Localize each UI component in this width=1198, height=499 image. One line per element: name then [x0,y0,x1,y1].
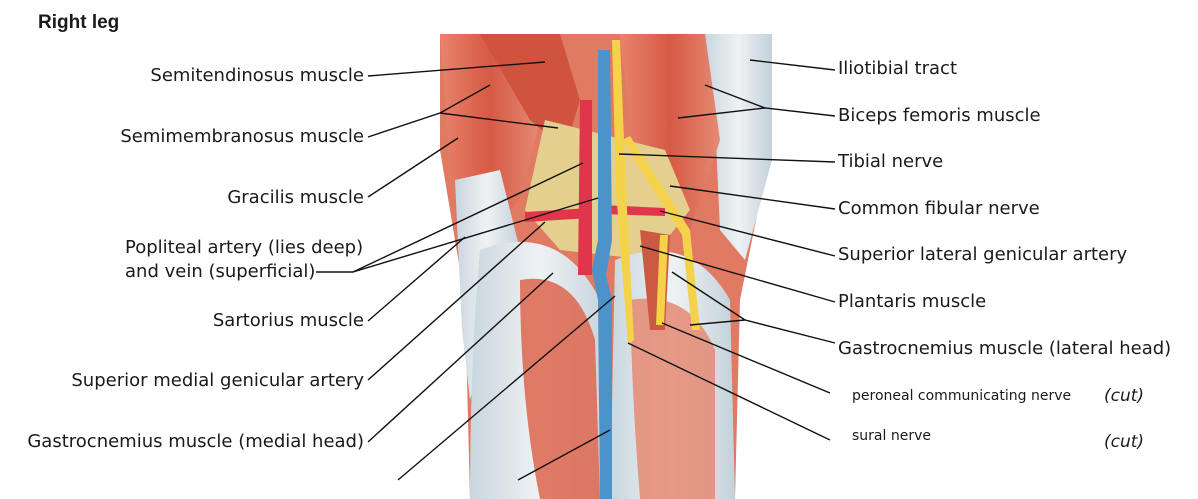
leader-sural [627,342,831,441]
leader-iliotibial [749,59,836,71]
label-iliotibial: Iliotibial tract [838,58,958,79]
leader-biceps-femoris-b [677,107,766,119]
label-popliteal-line1: Popliteal artery (lies deep) [125,237,364,258]
leader-biceps-femoris [704,84,836,117]
leader-semitendinosus [367,61,546,77]
genicular-artery-lateral-branch [600,205,665,216]
biceps-femoris-shape [620,34,720,230]
leader-gastroc-medial [367,272,554,443]
leader-bottom-1 [397,295,616,481]
label-biceps-femoris: Biceps femoris muscle [838,105,1041,126]
leader-gracilis [367,137,459,198]
common-fibular-nerve [622,136,700,330]
label-common-fibular: Common fibular nerve [838,198,1040,219]
popliteal-artery [578,100,592,275]
leader-semimembranosus [367,84,491,138]
label-peroneal-comm: peroneal communicating nerve [852,388,1072,404]
leader-tibial-nerve [618,153,836,163]
cut-note-sural: (cut) [1104,432,1145,452]
label-sup-medial-genicular: Superior medial genicular artery [71,370,364,391]
leader-peroneal-comm [661,322,831,394]
cut-note-peroneal: (cut) [1104,386,1145,406]
label-gastroc-medial: Gastrocnemius muscle (medial head) [27,431,364,452]
label-gracilis: Gracilis muscle [227,187,364,208]
label-sartorius: Sartorius muscle [212,310,364,331]
gastrocnemius-medial-muscle [520,278,600,499]
label-tibial-nerve: Tibial nerve [838,151,944,172]
iliotibial-tract-shape [705,34,772,260]
label-sup-lateral-genicular: Superior lateral genicular artery [838,244,1128,265]
leader-semimembranosus-b [439,112,559,129]
leader-plantaris [639,245,836,303]
leader-sartorius [367,236,466,322]
label-gastroc-lateral: Gastrocnemius muscle (lateral head) [838,338,1172,359]
leader-gastroc-lateral-b [671,271,746,321]
gastrocnemius-lateral-muscle [630,298,715,499]
label-semimembranosus: Semimembranosus muscle [120,126,364,147]
semitendinosus-shape [480,34,580,150]
leader-sup-lateral-genicular [659,210,836,257]
sural-communicating-nerve [656,235,668,325]
tibial-nerve [612,40,634,345]
label-popliteal-line2: and vein (superficial) [125,261,316,282]
label-semitendinosus: Semitendinosus muscle [150,65,364,86]
leader-popliteal-b [352,197,599,273]
leader-bottom-2 [517,429,611,481]
label-sural: sural nerve [852,428,931,444]
label-plantaris: Plantaris muscle [838,291,987,312]
popliteal-vein [592,50,612,499]
leader-gastroc-lateral [689,319,836,344]
genicular-artery-medial-branch [525,208,590,222]
leader-sup-medial-genicular [367,221,546,381]
diagram-title: Right leg [38,12,120,33]
leader-common-fibular [669,185,836,210]
